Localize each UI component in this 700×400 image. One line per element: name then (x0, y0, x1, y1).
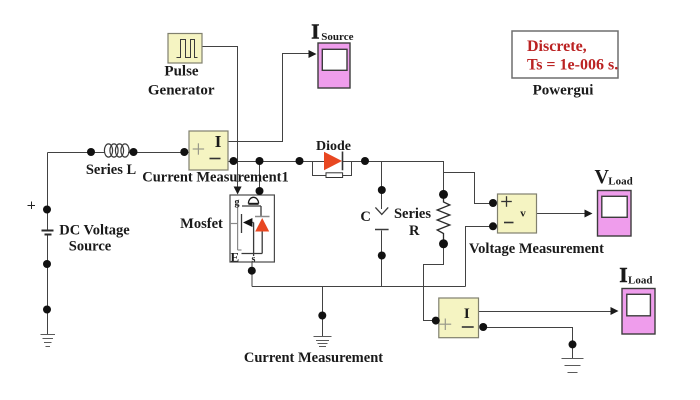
svg-text:v: v (520, 208, 526, 220)
svg-text:Pulse: Pulse (164, 63, 199, 79)
svg-text:Mosfet: Mosfet (180, 216, 223, 232)
svg-text:E: E (230, 250, 239, 265)
svg-text:Series L: Series L (86, 162, 137, 178)
svg-text:Generator: Generator (148, 83, 215, 99)
svg-text:I: I (619, 263, 627, 287)
svg-text:Current Measurement1: Current Measurement1 (142, 170, 288, 186)
svg-text:s: s (252, 254, 256, 265)
svg-text:I: I (311, 19, 319, 43)
svg-text:Voltage Measurement: Voltage Measurement (469, 241, 604, 257)
svg-text:Series: Series (394, 206, 431, 222)
svg-text:Source: Source (69, 239, 112, 255)
svg-text:R: R (409, 223, 420, 239)
svg-text:Discrete,: Discrete, (527, 38, 587, 55)
svg-text:C: C (360, 209, 370, 225)
svg-text:Current Measurement: Current Measurement (244, 350, 383, 366)
svg-text:Ts = 1e-006 s.: Ts = 1e-006 s. (527, 57, 618, 74)
svg-text:g: g (235, 197, 240, 208)
svg-text:DC Voltage: DC Voltage (59, 223, 130, 239)
svg-text:Source: Source (321, 31, 353, 43)
svg-text:Diode: Diode (316, 139, 351, 154)
svg-text:V: V (595, 166, 610, 188)
svg-text:I: I (215, 132, 222, 151)
svg-text:Load: Load (628, 275, 652, 287)
svg-text:Load: Load (608, 176, 632, 188)
svg-text:Powergui: Powergui (533, 83, 594, 99)
svg-text:I: I (464, 306, 470, 322)
